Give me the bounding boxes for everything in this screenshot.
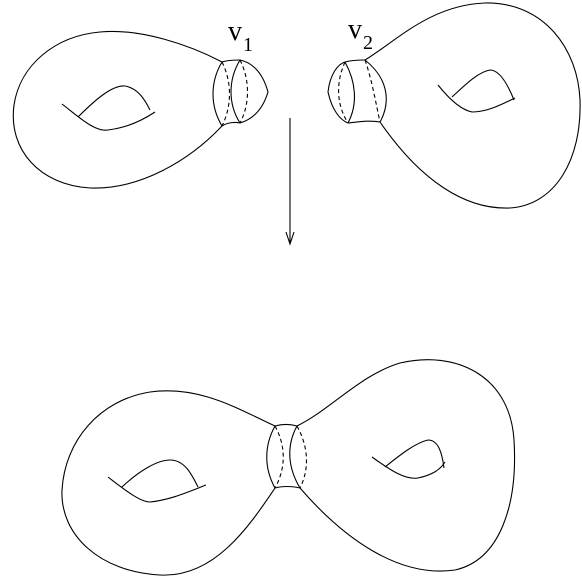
bottom-left-handle-upper bbox=[121, 459, 199, 488]
label-v1: v 1 bbox=[228, 16, 253, 56]
left-torus-top-neck-upper bbox=[221, 59, 241, 63]
right-torus-top-cuff-mid bbox=[344, 61, 356, 124]
bottom-neck-ring-2 bbox=[289, 425, 301, 489]
bottom-left-handle-lower bbox=[107, 476, 207, 503]
label-v2-subscript: 2 bbox=[363, 32, 373, 54]
right-torus-top-handle-lower bbox=[437, 84, 516, 113]
down-arrow-icon bbox=[285, 118, 295, 246]
right-torus-top-cuff-right bbox=[364, 59, 387, 123]
left-torus-top-cuff-mid bbox=[230, 59, 241, 124]
left-torus-top-cuff-right bbox=[239, 59, 269, 124]
left-torus-top-outline bbox=[12, 30, 223, 189]
left-torus-top-handle-upper bbox=[77, 85, 151, 118]
bottom-left-lobe-outline bbox=[61, 390, 276, 576]
left-torus-top-handle-lower bbox=[61, 103, 156, 131]
left-torus-top-cuff-dash-2 bbox=[239, 59, 248, 124]
right-torus-top-cuff-dash-2 bbox=[364, 59, 381, 123]
bottom-neck-upper bbox=[274, 423, 298, 427]
label-v1-main: v bbox=[228, 16, 242, 47]
bottom-right-handle-upper bbox=[384, 439, 445, 469]
right-torus-top-cuff-left bbox=[327, 61, 349, 124]
label-v1-subscript: 1 bbox=[243, 34, 253, 56]
right-torus-top-outline bbox=[364, 2, 581, 209]
bottom-neck-dash-2 bbox=[296, 425, 308, 489]
label-v2: v 2 bbox=[348, 14, 373, 54]
right-torus-top bbox=[327, 2, 581, 209]
genus-two-surface-bottom bbox=[61, 359, 516, 576]
left-torus-top-neck-lower bbox=[221, 121, 241, 127]
right-torus-top-neck-lower bbox=[347, 120, 381, 124]
left-torus-top-cuff-dash-1 bbox=[221, 61, 230, 127]
left-torus-top-cuff-left bbox=[212, 61, 223, 127]
bottom-right-handle-lower bbox=[371, 456, 446, 479]
down-arrow-head bbox=[285, 231, 295, 246]
right-torus-top-neck-upper bbox=[344, 59, 366, 63]
bottom-neck-ring-1 bbox=[266, 425, 276, 489]
bottom-neck-dash-1 bbox=[274, 425, 284, 489]
bottom-right-lobe-outline bbox=[296, 359, 516, 572]
left-torus-top bbox=[12, 30, 269, 189]
right-torus-top-handle-upper bbox=[451, 69, 515, 101]
label-v2-main: v bbox=[348, 14, 362, 45]
bottom-neck-lower bbox=[274, 485, 301, 489]
right-torus-top-cuff-dash-1 bbox=[338, 61, 349, 124]
